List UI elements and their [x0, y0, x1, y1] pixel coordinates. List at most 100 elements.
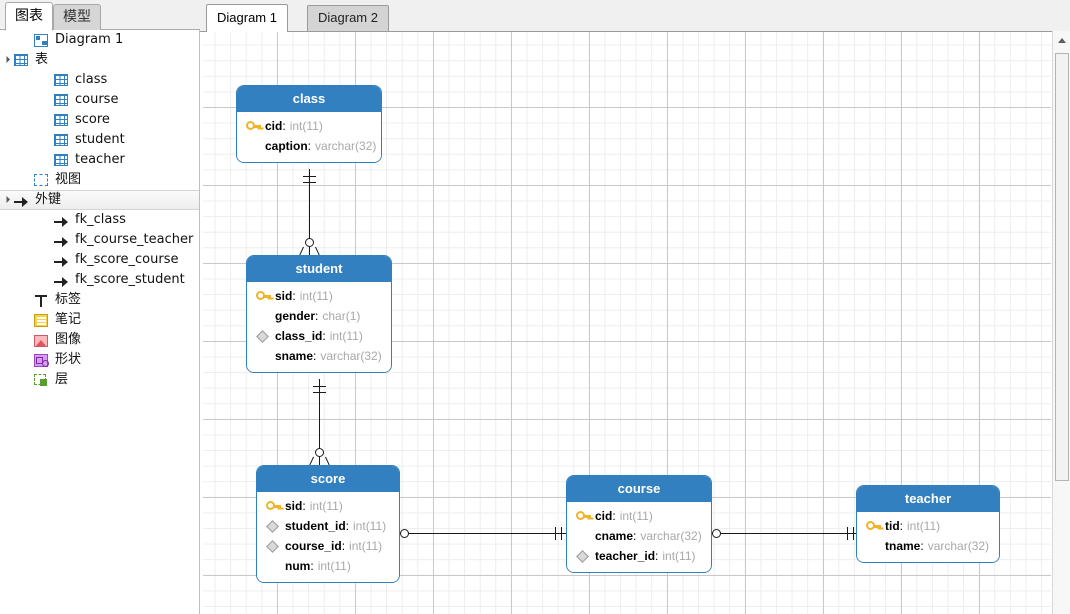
er-field-row[interactable]: sid:int(11)	[247, 286, 391, 306]
foreign-key-icon	[54, 232, 70, 248]
layer-icon	[34, 372, 50, 388]
er-field-type: int(11)	[289, 119, 323, 133]
er-field-row[interactable]: tname:varchar(32)	[857, 536, 999, 556]
er-field-row[interactable]: caption:varchar(32)	[237, 136, 381, 156]
tree-item-score[interactable]: score	[0, 110, 199, 130]
field-marker-none	[575, 528, 593, 544]
er-field-row[interactable]: cid:int(11)	[567, 506, 711, 526]
er-field-name: sname	[275, 349, 314, 363]
tree-spacer	[20, 30, 34, 50]
er-field-separator: :	[920, 539, 924, 553]
document-tabbar: Diagram 1 Diagram 2	[200, 0, 1070, 32]
tree-spacer	[40, 250, 54, 270]
tree-item-Diagram 1[interactable]: Diagram 1	[0, 30, 199, 50]
expander-triangle-icon[interactable]	[0, 190, 14, 210]
tree-item-视图[interactable]: 视图	[0, 170, 199, 190]
tree-item-fk_score_student[interactable]: fk_score_student	[0, 270, 199, 290]
er-field-separator: :	[292, 289, 296, 303]
view-icon	[34, 172, 50, 188]
tab-model[interactable]: 模型	[53, 4, 101, 30]
er-table-student[interactable]: student sid:int(11)gender:char(1)class_id…	[246, 255, 392, 373]
scrollbar-thumb[interactable]	[1055, 53, 1069, 481]
tree-item-fk_score_course[interactable]: fk_score_course	[0, 250, 199, 270]
tree-item-fk_course_teacher[interactable]: fk_course_teacher	[0, 230, 199, 250]
diagram-icon	[34, 32, 50, 48]
er-field-separator: :	[315, 309, 319, 323]
tree-item-笔记[interactable]: 笔记	[0, 310, 199, 330]
er-field-row[interactable]: student_id:int(11)	[257, 516, 399, 536]
er-field-separator: :	[302, 499, 306, 513]
tree-item-label: 视图	[55, 172, 82, 187]
er-field-row[interactable]: gender:char(1)	[247, 306, 391, 326]
tab-diagram-2[interactable]: Diagram 2	[307, 5, 389, 31]
tree-item-外键[interactable]: 外键	[0, 190, 199, 210]
table-icon	[54, 72, 70, 88]
field-marker-none	[255, 348, 273, 364]
table-icon	[54, 152, 70, 168]
er-field-row[interactable]: class_id:int(11)	[247, 326, 391, 346]
er-table-header[interactable]: student	[247, 256, 391, 282]
tab-charts[interactable]: 图表	[5, 2, 53, 31]
er-field-row[interactable]: cname:varchar(32)	[567, 526, 711, 546]
vertical-scrollbar[interactable]	[1052, 31, 1070, 614]
er-field-name: tname	[885, 539, 921, 553]
tree-spacer	[40, 230, 54, 250]
field-marker-none	[265, 558, 283, 574]
foreign-key-diamond-icon	[265, 518, 283, 534]
er-table-header[interactable]: teacher	[857, 486, 999, 512]
tree-item-层[interactable]: 层	[0, 370, 199, 390]
er-field-name: course_id	[285, 539, 342, 553]
foreign-key-icon	[54, 252, 70, 268]
field-marker-none	[255, 308, 273, 324]
er-field-separator: :	[345, 519, 350, 533]
er-field-separator: :	[282, 119, 286, 133]
er-table-header[interactable]: class	[237, 86, 381, 112]
er-table-course[interactable]: course cid:int(11)cname:varchar(32)teache…	[566, 475, 712, 573]
er-table-header[interactable]: score	[257, 466, 399, 492]
er-field-row[interactable]: sid:int(11)	[257, 496, 399, 516]
tree-item-表[interactable]: 表	[0, 50, 199, 70]
tree-item-course[interactable]: course	[0, 90, 199, 110]
tree-item-teacher[interactable]: teacher	[0, 150, 199, 170]
tree-item-图像[interactable]: 图像	[0, 330, 199, 350]
image-icon	[34, 332, 50, 348]
er-field-type: int(11)	[907, 519, 941, 533]
foreign-key-icon	[54, 212, 70, 228]
er-field-name: caption	[265, 139, 308, 153]
er-field-row[interactable]: teacher_id:int(11)	[567, 546, 711, 566]
er-field-type: int(11)	[299, 289, 333, 303]
expander-triangle-icon[interactable]	[0, 50, 14, 70]
tree-item-标签[interactable]: 标签	[0, 290, 199, 310]
tree-item-student[interactable]: student	[0, 130, 199, 150]
tree-item-fk_class[interactable]: fk_class	[0, 210, 199, 230]
er-field-row[interactable]: tid:int(11)	[857, 516, 999, 536]
er-table-header[interactable]: course	[567, 476, 711, 502]
er-field-row[interactable]: sname:varchar(32)	[247, 346, 391, 366]
er-field-name: tid	[885, 519, 900, 533]
er-field-separator: :	[899, 519, 904, 533]
er-field-row[interactable]: course_id:int(11)	[257, 536, 399, 556]
tree-spacer	[40, 110, 54, 130]
tree-item-label: course	[75, 92, 119, 107]
shape-icon	[34, 352, 50, 368]
tree-item-形状[interactable]: 形状	[0, 350, 199, 370]
foreign-key-diamond-icon	[255, 328, 273, 344]
tree-item-class[interactable]: class	[0, 70, 199, 90]
er-table-fields: cid:int(11)caption:varchar(32)	[237, 112, 381, 162]
er-field-row[interactable]: cid:int(11)	[237, 116, 381, 136]
tree-spacer	[40, 70, 54, 90]
er-field-row[interactable]: num:int(11)	[257, 556, 399, 576]
foreign-key-icon	[14, 192, 30, 208]
scroll-up-arrow-icon[interactable]	[1053, 31, 1070, 48]
tree-item-label: 外键	[35, 192, 62, 207]
tab-diagram-1[interactable]: Diagram 1	[206, 4, 288, 32]
foreign-key-icon	[54, 272, 70, 288]
er-field-name: cid	[265, 119, 283, 133]
er-field-type: int(11)	[349, 539, 383, 553]
